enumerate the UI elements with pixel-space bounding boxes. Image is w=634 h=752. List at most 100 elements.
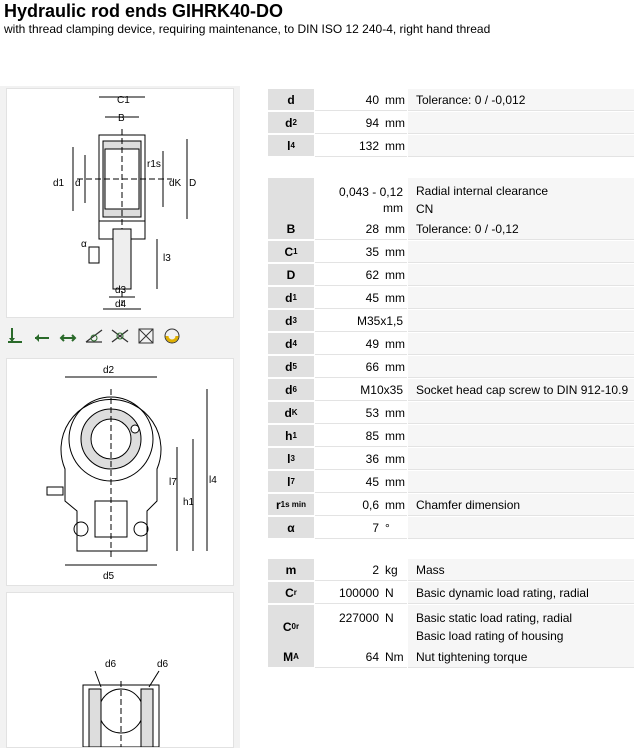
spec-value-unit: mm [385,290,405,305]
front-drawing-svg: d2 l7 l4 h1 d5 [46,365,217,582]
spec-description-text: Radial internal clearance [416,183,549,198]
spec-value-unit: mm [385,474,405,489]
spec-value: 49 mm [315,333,407,355]
spec-value-number: 28 [365,221,379,236]
spec-value-unit: mm [385,336,405,351]
top-drawing: d6 d6 [6,592,234,748]
spec-value-number: 40 [365,92,379,107]
spec-description [408,402,634,424]
spec-key-symbol: α [287,520,295,535]
spec-description: Nut tightening torque [408,646,634,668]
spec-value: 100000 N [315,582,407,604]
label-l4: l4 [209,475,217,486]
spec-value-unit: mm [385,451,405,466]
spec-description [408,135,634,157]
spec-description [408,241,634,263]
spec-key: m [268,559,314,581]
spec-key-symbol: d [287,92,295,107]
spec-description-text: Mass [416,562,445,577]
spec-key-symbol: d [285,359,293,374]
spec-key-symbol: m [285,562,297,577]
spec-key-symbol: d [285,115,293,130]
spec-description [408,356,634,378]
spec-key-subscript: 1 [292,293,297,302]
spec-key-symbol: l [287,451,291,466]
spec-value-unit: N [385,585,394,600]
spec-description-text-2: CN [416,201,434,216]
spec-description: Mass [408,559,634,581]
spec-description: Chamfer dimension [408,494,634,516]
spec-value-unit: kg [385,562,398,577]
spec-key-symbol: h [285,428,293,443]
label-l3: l3 [163,253,171,264]
spec-value-unit: mm [385,221,405,236]
spec-description [408,264,634,286]
spec-value-number: 100000 [338,585,379,600]
spec-value-number: 85 [365,428,379,443]
spec-value: 28 mm [315,218,407,240]
spec-description [408,310,634,332]
spec-key-subscript: 1 [293,247,298,256]
spec-value-number: 62 [365,267,379,282]
tilt-angle-2-icon [111,329,129,343]
spec-description: Tolerance: 0 / -0,012 [408,89,634,111]
spec-key-symbol: l [287,474,291,489]
label-d4: d4 [115,299,127,310]
spec-value-number: 64 [365,649,379,664]
spec-value: 85 mm [315,425,407,447]
spec-description [408,287,634,309]
spec-description-text: Chamfer dimension [416,497,521,512]
page-subtitle: with thread clamping device, requiring m… [4,22,491,36]
spec-description-text: Basic dynamic load rating, radial [416,585,589,600]
radial-load-icon [8,328,22,343]
spec-value-number: 49 [365,336,379,351]
label-d2: d2 [103,365,115,376]
spec-value: 40 mm [315,89,407,111]
spec-key-subscript: 5 [292,362,297,371]
spec-key-subscript: 1s min [280,500,306,509]
spec-description-text: Socket head cap screw to DIN 912-10.9 [416,382,629,397]
spec-key: d [268,89,314,111]
spec-value-unit: mm [385,428,405,443]
spec-key-symbol: C [284,244,294,259]
spec-value-number: 0,6 [362,497,379,512]
spec-value-number: 7 [372,520,379,535]
spec-description: Tolerance: 0 / -0,12 [408,218,634,240]
spec-value-unit: mm [385,92,405,107]
label-alpha: α [81,239,87,250]
spec-key-symbol: d [285,290,293,305]
label-h1: h1 [183,497,195,508]
label-d6-left: d6 [105,659,117,670]
